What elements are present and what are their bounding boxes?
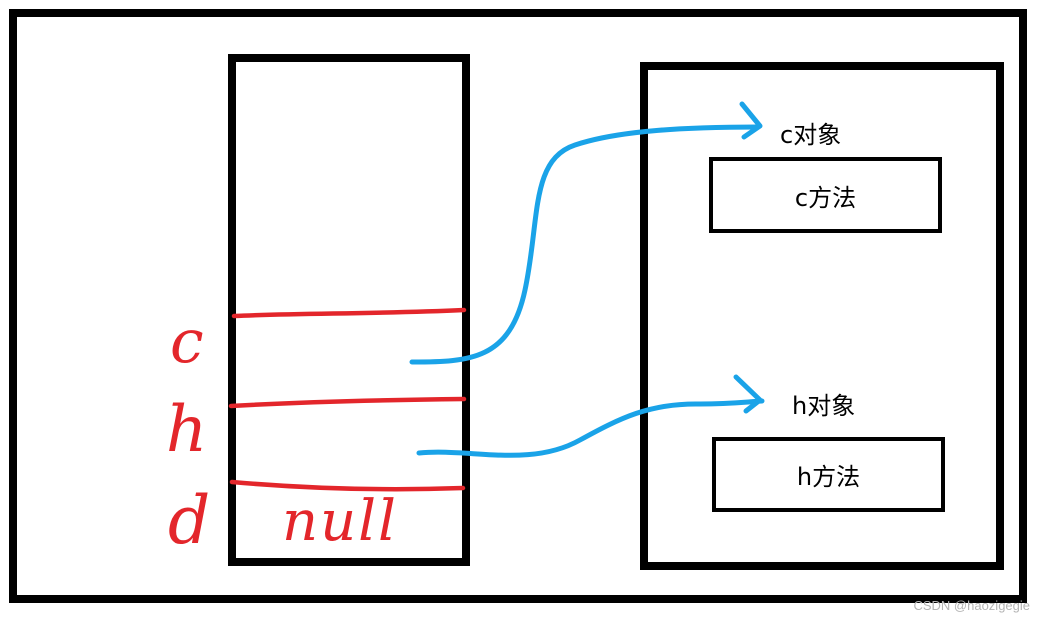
method-box-c: c方法 xyxy=(709,157,942,233)
var-label-h: h xyxy=(166,393,208,467)
method-label-c: c方法 xyxy=(794,183,857,212)
var-label-c: c xyxy=(170,307,204,377)
var-value-d: null xyxy=(282,489,398,554)
stack-divider-3 xyxy=(229,479,466,492)
object-label-c: c对象 xyxy=(780,121,842,149)
watermark: CSDN @haozigegie xyxy=(913,598,1030,613)
method-box-h: h方法 xyxy=(712,437,945,512)
reference-arrow-h xyxy=(416,398,765,458)
outer-frame xyxy=(9,9,1027,603)
object-label-h: h对象 xyxy=(792,392,856,420)
method-label-h: h方法 xyxy=(796,463,861,491)
stack-divider-2 xyxy=(228,396,467,409)
heap-box xyxy=(640,62,1004,570)
var-label-d: d xyxy=(168,482,211,559)
arrow-head-c xyxy=(739,101,763,140)
reference-arrow-c xyxy=(409,124,761,365)
arrow-head-h xyxy=(733,374,763,414)
stack-divider-1 xyxy=(231,307,467,319)
